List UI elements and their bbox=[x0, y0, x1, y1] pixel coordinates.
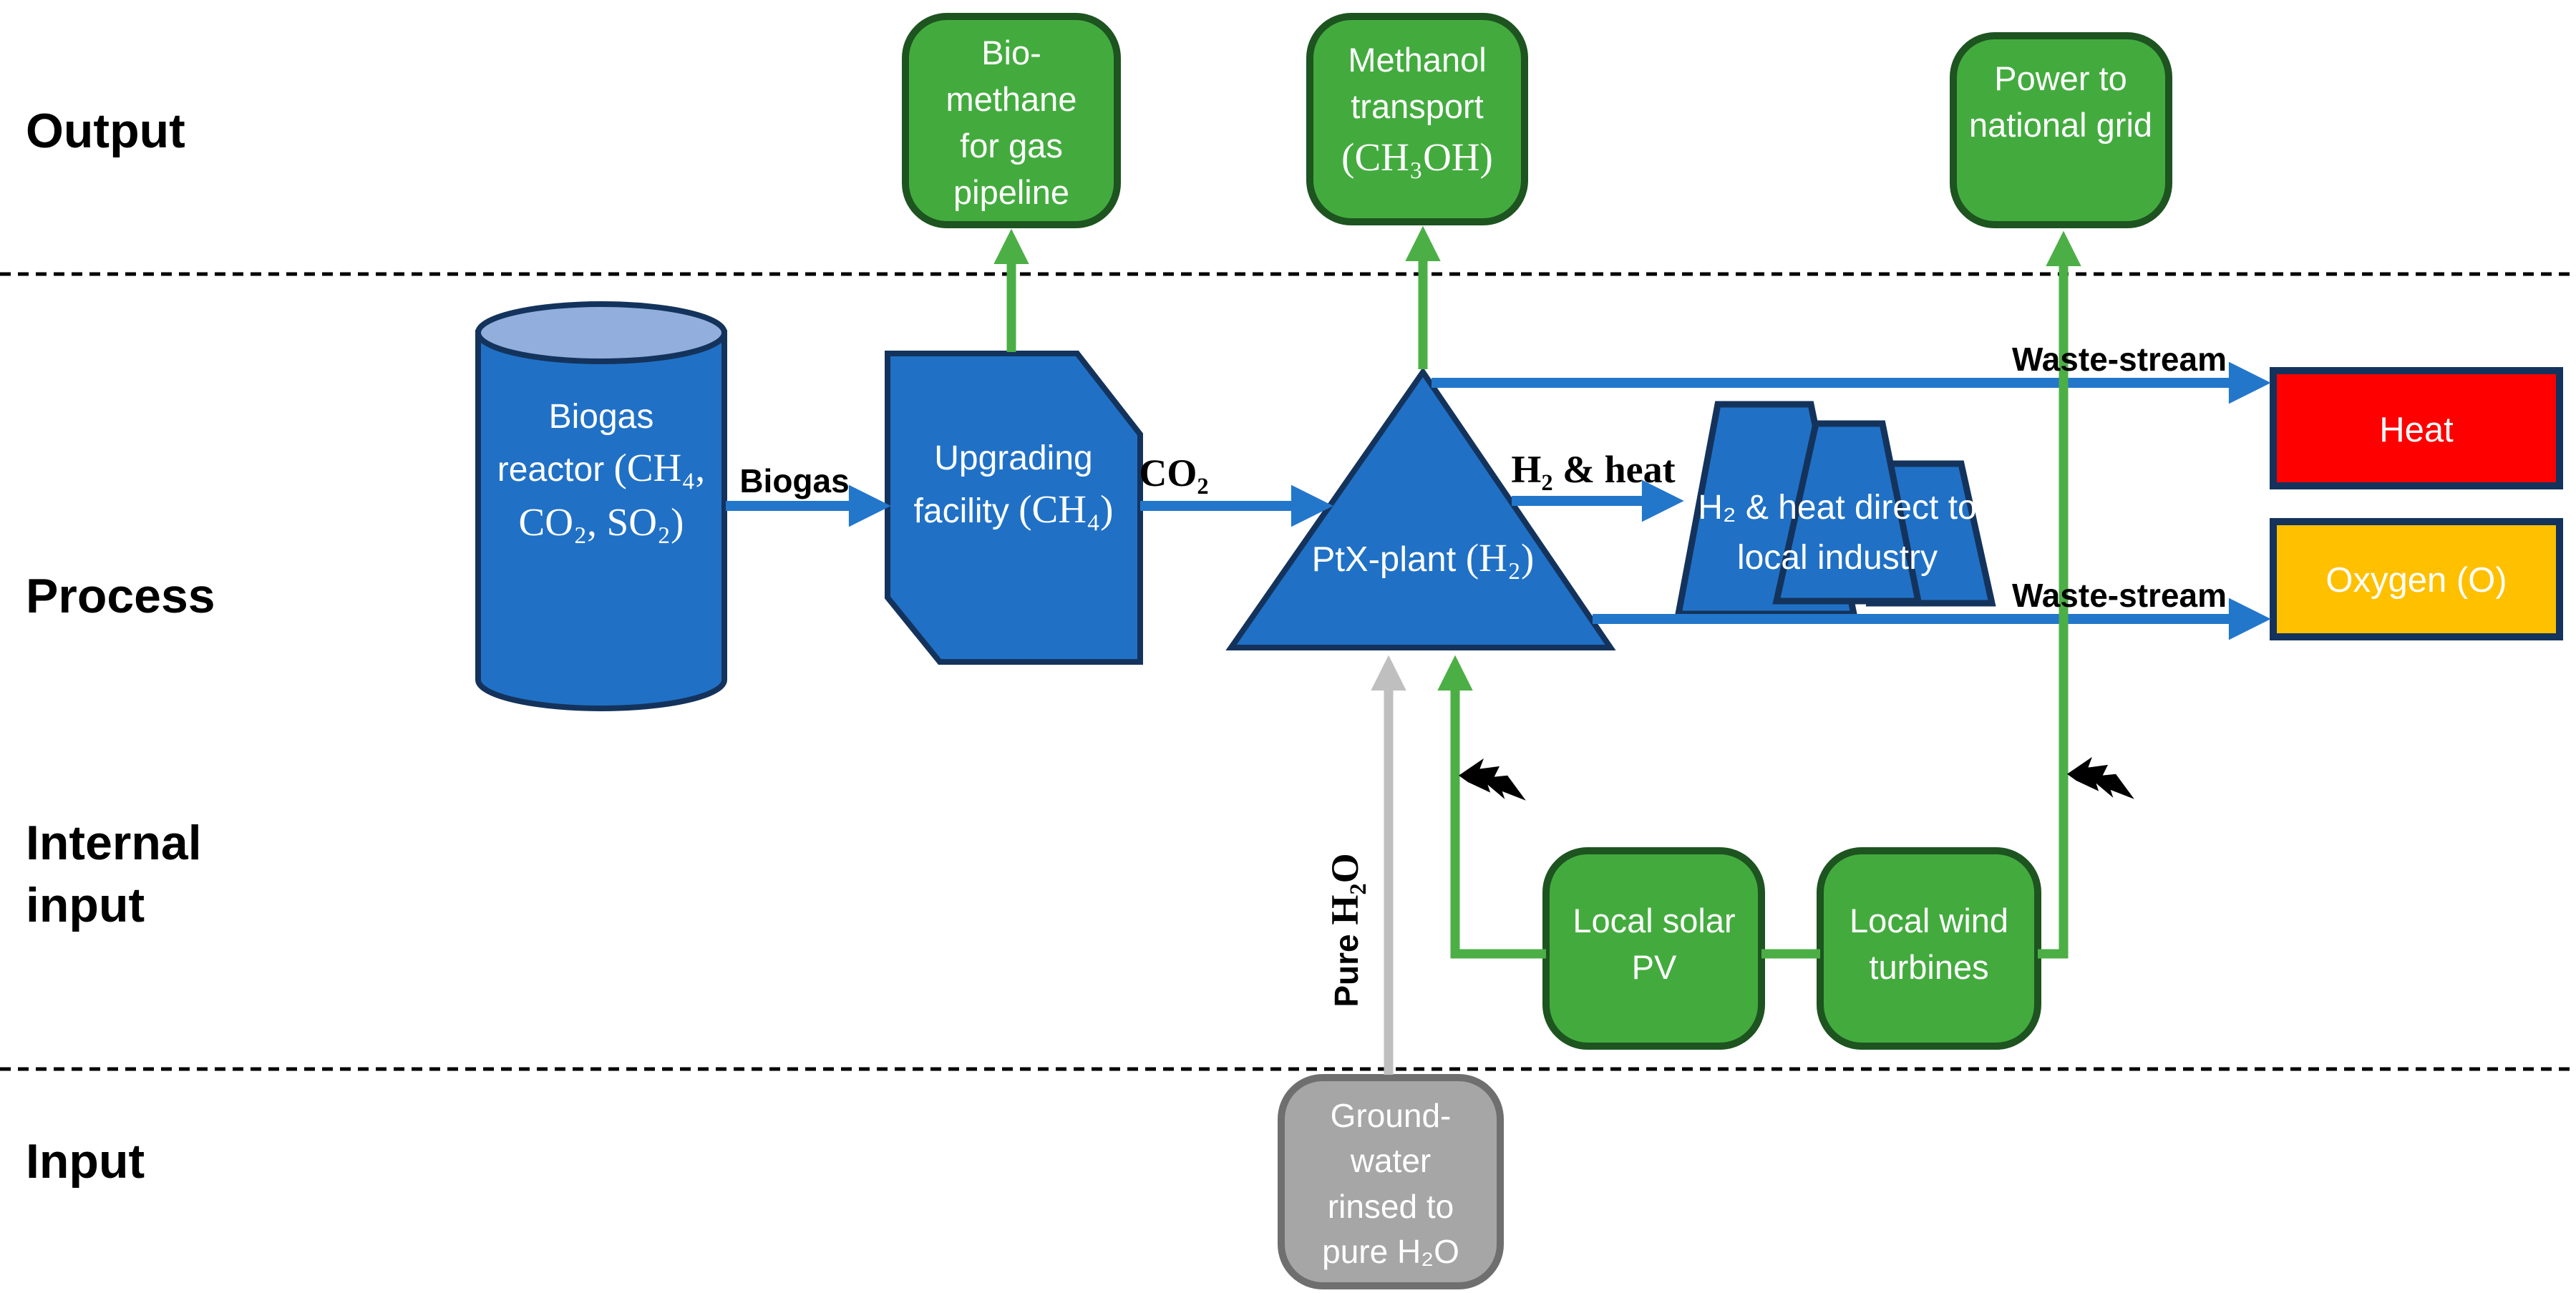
oxygen-box bbox=[2270, 518, 2563, 640]
solar-label: Local solar PV bbox=[1573, 902, 1736, 986]
wind-box bbox=[1817, 847, 2041, 1050]
grid-box bbox=[1950, 32, 2172, 228]
upgrading-facility-shape bbox=[885, 351, 1143, 665]
methanol-box bbox=[1306, 13, 1528, 225]
biomethane-box bbox=[902, 13, 1121, 228]
lane-label-input: Input bbox=[26, 1134, 145, 1189]
lane-label-process: Process bbox=[26, 569, 215, 623]
flow-label-pure-h2o: Pure H₂O bbox=[1323, 823, 1366, 1038]
biogas-reactor-label: Biogas reactor (CH₄, CO₂, SO₂) bbox=[494, 394, 709, 550]
biogas-reactor-formula: (CH₄, CO₂, SO₂) bbox=[518, 446, 706, 545]
flow-solar-to-ptx-arrow bbox=[1437, 655, 1546, 959]
ptx-plant-formula: (H₂) bbox=[1465, 536, 1535, 580]
groundwater-box bbox=[1278, 1074, 1504, 1289]
upgrading-label: Upgrading facility (CH₄) bbox=[906, 435, 1121, 537]
pure-h2o-formula: H₂O bbox=[1323, 853, 1366, 925]
wind-label: Local wind turbines bbox=[1849, 902, 2009, 986]
solar-box bbox=[1542, 847, 1765, 1050]
pure-h2o-word: Pure bbox=[1328, 924, 1365, 1007]
methanol-formula: (CH₃OH) bbox=[1341, 135, 1493, 179]
lane-label-output: Output bbox=[26, 104, 185, 158]
lane-label-internal-input: Internal input bbox=[26, 816, 202, 933]
groundwater-label: Ground-water rinsed to pure H₂O bbox=[1322, 1097, 1459, 1271]
methanol-label: Methanol transport (CH₃OH) bbox=[1338, 37, 1496, 185]
biogas-reactor-label-main: Biogas reactor bbox=[497, 398, 654, 489]
ptx-plant-label: PtX-plant (H₂) bbox=[1308, 531, 1537, 585]
biomethane-label: Bio-methane for gas pipeline bbox=[946, 34, 1077, 211]
lightning-bolt-icon bbox=[1459, 758, 1526, 801]
methanol-label-main: Methanol transport bbox=[1348, 41, 1487, 125]
oxygen-label: Oxygen (O) bbox=[2325, 561, 2507, 600]
flow-label-biogas: Biogas bbox=[739, 462, 850, 499]
upgrading-formula: (CH₄) bbox=[1019, 487, 1114, 532]
flow-label-co2: CO₂ bbox=[1139, 452, 1209, 494]
grid-label: Power to national grid bbox=[1968, 59, 2153, 144]
industry-label: H₂ & heat direct to local industry bbox=[1698, 489, 1977, 577]
upgrading-label-main: Upgrading facility bbox=[913, 439, 1093, 531]
ptx-plant-label-main: PtX-plant bbox=[1311, 540, 1457, 579]
flow-wind-to-grid-arrow bbox=[2038, 230, 2081, 959]
heat-box bbox=[2270, 367, 2563, 489]
lightning-bolt-icon bbox=[2067, 756, 2134, 799]
biogas-reactor-cylinder bbox=[475, 301, 727, 711]
flow-label-waste-top: Waste-stream bbox=[2012, 341, 2227, 378]
flow-label-h2-heat: H₂ & heat bbox=[1511, 448, 1676, 491]
heat-label: Heat bbox=[2379, 411, 2454, 449]
flow-label-waste-bottom: Waste-stream bbox=[2012, 577, 2227, 614]
